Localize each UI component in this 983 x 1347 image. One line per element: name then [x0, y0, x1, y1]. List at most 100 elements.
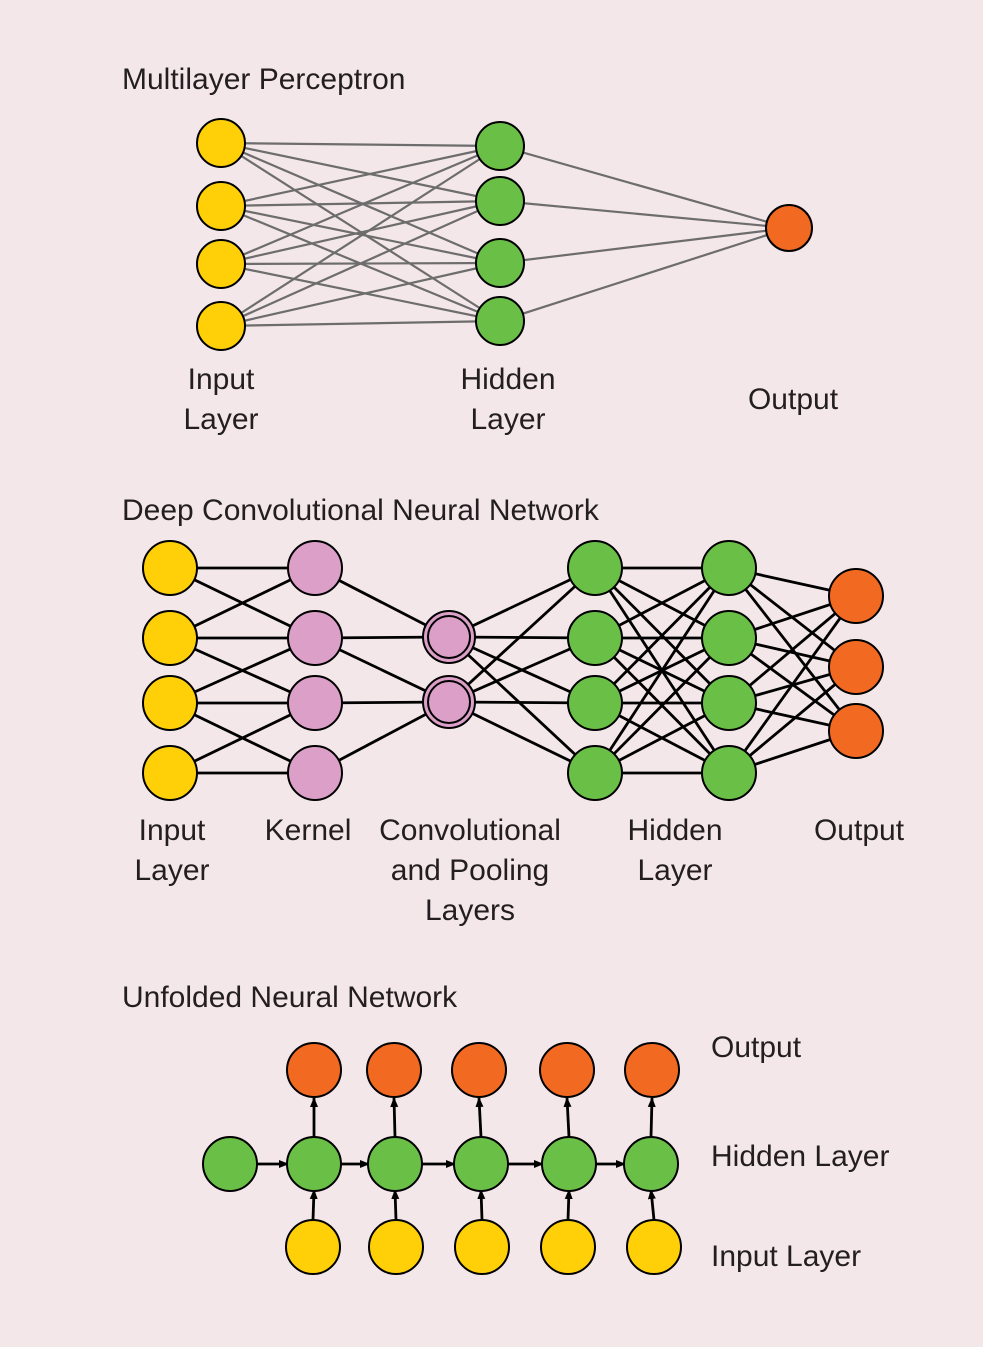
mlp-edge — [220, 261, 501, 328]
mlp-edge — [220, 141, 501, 148]
mlp-edge — [220, 262, 501, 323]
mlp-hidden-node — [475, 121, 525, 171]
rnn-output-node — [366, 1042, 422, 1098]
cnn-hidden-node — [701, 540, 757, 596]
cnn-hidden-layer-label: Hidden Layer — [627, 814, 723, 887]
rnn-input-layer-label: Input Layer — [711, 1240, 862, 1273]
rnn-output-arrow — [475, 1097, 484, 1138]
cnn-hidden-node — [567, 610, 623, 666]
rnn-input-arrow — [564, 1189, 573, 1221]
cnn-output-node — [828, 568, 884, 624]
rnn-nodes — [202, 1042, 682, 1275]
cnn-edge — [727, 595, 858, 774]
mlp-edge — [499, 199, 790, 230]
cnn-input-node — [142, 675, 198, 731]
rnn-input-arrow — [647, 1189, 656, 1221]
cnn-conv-pool-node — [422, 675, 476, 729]
cnn-conv-pool-node-inner-ring — [427, 680, 471, 724]
cnn-kernel-node — [287, 540, 343, 596]
mlp-edge — [220, 199, 501, 328]
cnn-edge — [593, 567, 731, 774]
cnn-output-node — [828, 639, 884, 695]
mlp-input-node — [196, 118, 246, 168]
cnn-edge — [594, 637, 730, 774]
cnn-input-layer-label: Input Layer — [134, 814, 210, 887]
mlp-edge — [220, 145, 501, 327]
mlp-input-layer-label: Input Layer — [183, 363, 259, 436]
cnn-hidden-node — [567, 745, 623, 801]
mlp-edge — [220, 199, 501, 208]
mlp-output-label: Output — [747, 383, 839, 416]
rnn-hidden-node — [286, 1136, 342, 1192]
rnn-input-arrow — [391, 1189, 400, 1221]
rnn-connections — [257, 1097, 656, 1221]
mlp-edge — [499, 226, 790, 323]
rnn-output-node — [624, 1042, 680, 1098]
rnn-output-node — [451, 1042, 507, 1098]
cnn-conv-pool-label: Convolutional and Pooling Layers — [379, 814, 561, 927]
rnn-input-node — [626, 1219, 682, 1275]
mlp-edge — [220, 204, 501, 265]
rnn-hidden-node — [453, 1136, 509, 1192]
mlp-hidden-node — [475, 238, 525, 288]
rnn-input-node — [540, 1219, 596, 1275]
cnn-input-node — [142, 540, 198, 596]
mlp-hidden-node — [475, 296, 525, 346]
rnn-output-node — [286, 1042, 342, 1098]
rnn-input-node — [285, 1219, 341, 1275]
rnn-initial-hidden-node — [202, 1136, 258, 1192]
mlp-connections — [220, 141, 790, 328]
cnn-hidden-node — [701, 745, 757, 801]
mlp-edge — [220, 144, 501, 266]
cnn-input-node — [142, 745, 198, 801]
cnn-kernel-node — [287, 675, 343, 731]
cnn-hidden-node — [701, 675, 757, 731]
mlp-edge — [220, 141, 501, 203]
cnn-kernel-label: Kernel — [264, 814, 352, 847]
rnn-output-node — [539, 1042, 595, 1098]
rnn-input-arrow — [309, 1189, 318, 1221]
mlp-edge — [220, 199, 501, 266]
rnn-hidden-node — [367, 1136, 423, 1192]
rnn-input-arrow — [477, 1189, 486, 1221]
mlp-hidden-node — [475, 176, 525, 226]
cnn-output-node — [828, 703, 884, 759]
mlp-hidden-layer-label: Hidden Layer — [460, 363, 556, 436]
mlp-input-node — [196, 239, 246, 289]
cnn-conv-pool-node-inner-ring — [427, 615, 471, 659]
cnn-kernel-node — [287, 610, 343, 666]
rnn-title: Unfolded Neural Network — [122, 981, 458, 1014]
rnn-hidden-layer-label: Hidden Layer — [711, 1140, 890, 1173]
mlp-output-node — [765, 204, 813, 252]
cnn-output-label: Output — [813, 814, 905, 847]
cnn-title: Deep Convolutional Neural Network — [122, 494, 599, 527]
cnn-conv-pool-node — [422, 610, 476, 664]
rnn-output-label: Output — [711, 1031, 802, 1064]
mlp-input-node — [196, 181, 246, 231]
rnn-hidden-node — [541, 1136, 597, 1192]
rnn-output-arrow — [647, 1097, 656, 1138]
cnn-edge — [448, 566, 596, 704]
rnn-output-arrow — [390, 1097, 399, 1138]
mlp-input-node — [196, 301, 246, 351]
rnn-output-arrow — [563, 1097, 572, 1138]
cnn-hidden-node — [567, 675, 623, 731]
cnn-hidden-node — [701, 610, 757, 666]
mlp-title: Multilayer Perceptron — [122, 63, 406, 96]
cnn-input-node — [142, 610, 198, 666]
mlp-edge — [220, 319, 501, 328]
cnn-kernel-node — [287, 745, 343, 801]
cnn-edge — [448, 635, 596, 775]
cnn-connections — [169, 566, 858, 775]
rnn-input-node — [454, 1219, 510, 1275]
rnn-hidden-node — [623, 1136, 679, 1192]
mlp-nodes — [196, 118, 813, 351]
cnn-nodes — [142, 540, 884, 801]
cnn-hidden-node — [567, 540, 623, 596]
mlp-edge — [499, 144, 790, 230]
mlp-edge — [499, 226, 790, 265]
rnn-input-node — [368, 1219, 424, 1275]
cnn-edge — [594, 567, 730, 704]
mlp-edge — [220, 144, 501, 208]
